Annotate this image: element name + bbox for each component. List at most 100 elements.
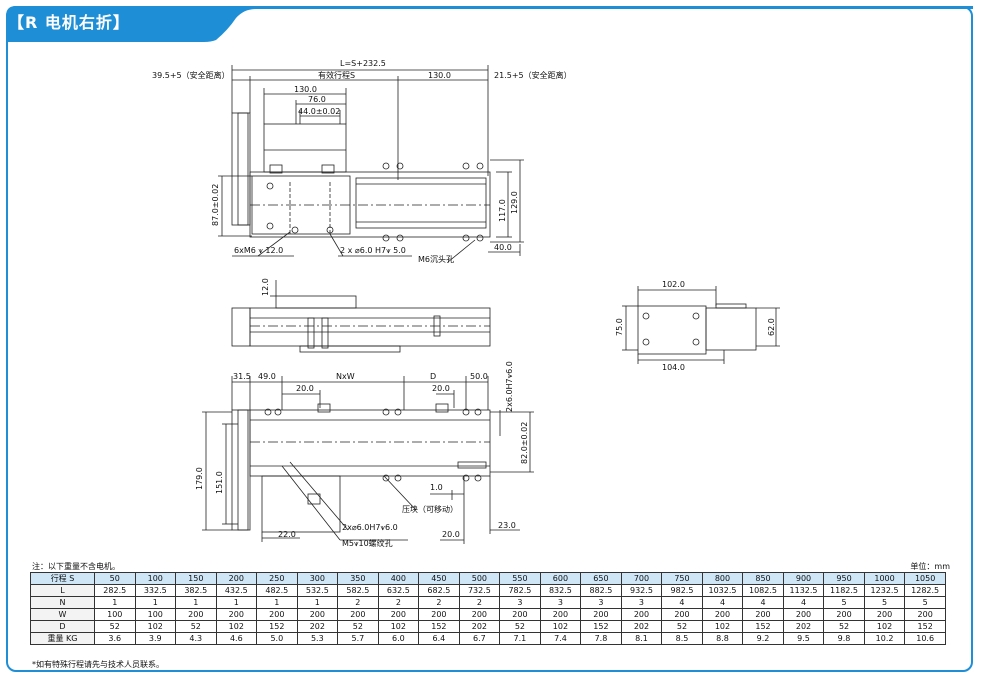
table-cell: 1 — [215, 596, 258, 609]
table-cell: 200 — [458, 608, 501, 621]
table-cell: 532.5 — [296, 584, 339, 597]
stroke-header-cell: 450 — [418, 572, 460, 585]
pin-hole-label: 2x⌀6.0H7⩛6.0 — [342, 523, 398, 532]
stroke-header-cell: 700 — [620, 572, 663, 585]
bottom-dim-1: 1.0 — [430, 483, 443, 492]
table-cell: 9.5 — [782, 632, 825, 645]
table-cell: 7.4 — [539, 632, 582, 645]
table-cell: 200 — [499, 608, 541, 621]
table-cell: 4 — [701, 596, 744, 609]
table-cell: 6.7 — [458, 632, 501, 645]
row-label: D — [30, 620, 95, 633]
table-cell: 52 — [661, 620, 703, 633]
table-cell: 2 — [337, 596, 379, 609]
table-cell: 200 — [661, 608, 703, 621]
table-cell: 1232.5 — [863, 584, 906, 597]
stroke-header-cell: 300 — [296, 572, 339, 585]
table-cell: 382.5 — [175, 584, 217, 597]
table-cell: 100 — [94, 608, 136, 621]
table-cell: 102 — [701, 620, 744, 633]
stroke-header-cell: 1000 — [863, 572, 906, 585]
table-cell: 7.8 — [580, 632, 622, 645]
technical-drawing: L=S+232.5 39.5+5（安全距离） 有效行程S 130.0 21.5+… — [152, 59, 780, 548]
table-cell: 1 — [256, 596, 298, 609]
pressure-block-label: 压块（可移动） — [402, 504, 458, 514]
stroke-header-cell: 400 — [377, 572, 420, 585]
table-cell: 5.7 — [337, 632, 379, 645]
table-cell: 5 — [823, 596, 865, 609]
table-cell: 200 — [418, 608, 460, 621]
table-cell: 4 — [742, 596, 784, 609]
table-cell: 202 — [296, 620, 339, 633]
table-cell: 2 — [418, 596, 460, 609]
bottom-dim-22: 22.0 — [278, 530, 296, 539]
table-cell: 482.5 — [256, 584, 298, 597]
counterbore-label: M6沉头孔 — [418, 254, 454, 264]
table-cell: 9.8 — [823, 632, 865, 645]
table-cell: 102 — [377, 620, 420, 633]
table-cell: 3 — [539, 596, 582, 609]
unit-label: 单位：mm — [910, 562, 950, 571]
table-cell: 200 — [539, 608, 582, 621]
table-cell: 152 — [418, 620, 460, 633]
table-cell: 282.5 — [94, 584, 136, 597]
table-cell: 3.6 — [94, 632, 136, 645]
stroke-header-cell: 900 — [782, 572, 825, 585]
table-cell: 52 — [499, 620, 541, 633]
table-cell: 632.5 — [377, 584, 420, 597]
table-cell: 200 — [175, 608, 217, 621]
row-label: 重量 KG — [30, 632, 95, 645]
bottom-dim-82: 82.0±0.02 — [520, 422, 529, 464]
table-cell: 5.0 — [256, 632, 298, 645]
table-cell: 4.6 — [215, 632, 258, 645]
dim-right-safety: 21.5+5（安全距离） — [494, 70, 572, 80]
table-cell: 832.5 — [539, 584, 582, 597]
table-cell: 102 — [134, 620, 177, 633]
table-cell: 3 — [620, 596, 663, 609]
table-cell: 8.8 — [701, 632, 744, 645]
table-cell: 200 — [782, 608, 825, 621]
stroke-header-cell: 50 — [94, 572, 136, 585]
table-cell: 200 — [742, 608, 784, 621]
row-label: L — [30, 584, 95, 597]
bottom-dim-20-c: 20.0 — [442, 530, 460, 539]
table-cell: 1 — [296, 596, 339, 609]
table-cell: 5.3 — [296, 632, 339, 645]
bottom-dim-50: 50.0 — [470, 372, 488, 381]
table-cell: 200 — [215, 608, 258, 621]
bottom-dim-23: 23.0 — [498, 521, 516, 530]
table-cell: 52 — [337, 620, 379, 633]
side-dim-12: 12.0 — [261, 278, 270, 296]
row-label: W — [30, 608, 95, 621]
stroke-header-cell: 350 — [337, 572, 379, 585]
end-dim-75: 75.0 — [615, 318, 624, 336]
table-cell: 882.5 — [580, 584, 622, 597]
table-cell: 8.5 — [661, 632, 703, 645]
table-cell: 5 — [863, 596, 906, 609]
table-cell: 52 — [175, 620, 217, 633]
table-cell: 1182.5 — [823, 584, 865, 597]
table-cell: 3.9 — [134, 632, 177, 645]
dim-130: 130.0 — [294, 85, 317, 94]
stroke-header-cell: 1050 — [904, 572, 946, 585]
table-cell: 1082.5 — [742, 584, 784, 597]
thread-hole-label: M5⩛10螺纹孔 — [342, 538, 393, 548]
table-cell: 732.5 — [458, 584, 501, 597]
stroke-header-cell: 650 — [580, 572, 622, 585]
stroke-header-cell: 100 — [134, 572, 177, 585]
table-cell: 102 — [863, 620, 906, 633]
stroke-header-cell: 150 — [175, 572, 217, 585]
table-cell: 200 — [823, 608, 865, 621]
bottom-dim-49: 49.0 — [258, 372, 276, 381]
table-cell: 1 — [175, 596, 217, 609]
table-cell: 1 — [94, 596, 136, 609]
table-cell: 5 — [904, 596, 946, 609]
bottom-dim-d: D — [430, 372, 436, 381]
bottom-dim-nxw: NxW — [336, 372, 355, 381]
dim-total-length: L=S+232.5 — [340, 59, 386, 68]
